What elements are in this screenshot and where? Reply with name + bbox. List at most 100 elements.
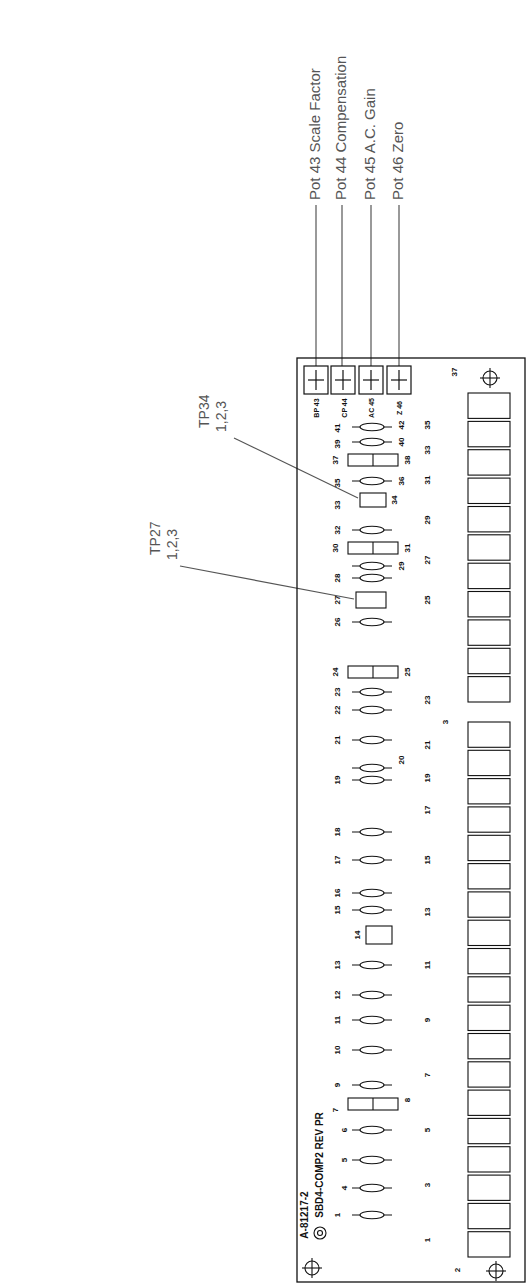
component-number: 19 [424, 774, 432, 783]
component-number: 33 [424, 446, 432, 455]
callout-label: 1,2,3 [214, 401, 228, 432]
leader-lines [180, 205, 399, 599]
connector-pad [468, 1175, 510, 1200]
connector-pad [468, 1090, 510, 1115]
connector-pad [468, 393, 510, 418]
callout-label: TP34 [197, 395, 211, 428]
connector-pad [468, 620, 510, 645]
connector-pad [468, 535, 510, 560]
connector-pad [468, 1118, 510, 1143]
component-number: 41 [334, 424, 342, 433]
connector-pad [468, 507, 510, 532]
component-number: 25 [404, 668, 412, 677]
resistor-symbol [360, 1046, 384, 1054]
connector-pad [468, 450, 510, 475]
component-number: 11 [424, 961, 432, 969]
component-number: 35 [424, 421, 432, 430]
component-number: 13 [334, 961, 342, 970]
component-number: 1 [424, 1238, 432, 1242]
component-number: 10 [334, 1046, 342, 1055]
resistor-symbol [360, 423, 384, 431]
resistor-symbol [360, 1126, 384, 1134]
component-number: 31 [404, 544, 412, 553]
component-number: 34 [391, 496, 399, 505]
connector-pad [468, 677, 510, 702]
resistor-symbol [360, 889, 384, 897]
connector-pad [468, 1062, 510, 1087]
resistor-symbol [360, 906, 384, 914]
component-number: 23 [424, 696, 432, 705]
component-number: SBD4-COMP2 REV PR [315, 1112, 325, 1218]
component-number: 25 [424, 596, 432, 605]
resistor-symbol [360, 618, 384, 626]
callout-label: Pot 43 Scale Factor [307, 68, 322, 200]
component-number: CP 44 [341, 398, 348, 417]
resistor-symbol [360, 991, 384, 999]
component-number: AC 45 [368, 398, 375, 418]
component-number: 40 [398, 438, 406, 447]
connector-pad [468, 779, 510, 804]
callout-label: TP27 [148, 522, 162, 555]
connector-pad [468, 563, 510, 588]
connector-pad [468, 648, 510, 673]
connector-pad [468, 1147, 510, 1172]
connector-pad [468, 920, 510, 945]
component-number: 36 [398, 477, 406, 486]
connector-pad [468, 949, 510, 974]
component-number: 37 [332, 456, 340, 465]
resistor-symbol [360, 776, 384, 784]
resistor-symbol [360, 526, 384, 534]
connector-pad [468, 1203, 510, 1228]
component-number: 38 [404, 456, 412, 465]
connector-pad [468, 977, 510, 1002]
component-number: 30 [332, 544, 340, 553]
connector-pad [468, 1232, 510, 1257]
resistor-symbol [360, 828, 384, 836]
connector-pad [468, 864, 510, 889]
component-number: 2 [454, 1268, 462, 1272]
resistor-symbol [360, 1211, 384, 1219]
callout-label: Pot 44 Compensation [333, 56, 348, 200]
component-number: BP 43 [313, 398, 320, 417]
mounting-holes [302, 368, 506, 1281]
potentiometers [304, 366, 411, 394]
component-number: 17 [424, 806, 432, 815]
resistor-symbol [360, 562, 384, 570]
component-number: 26 [334, 618, 342, 627]
component-number: A-81217-2 [300, 1191, 310, 1238]
component-number: 14 [354, 931, 362, 940]
component-number: 39 [334, 440, 342, 449]
resistor-symbol [360, 438, 384, 446]
component-number: 5 [341, 1158, 349, 1162]
connector-pad [468, 1005, 510, 1030]
component-number: 20 [398, 756, 406, 765]
connector-pad [468, 478, 510, 503]
component-number: 15 [334, 906, 342, 915]
connector-pad [468, 421, 510, 446]
component-number: 6 [341, 1128, 349, 1132]
component-number: 22 [334, 706, 342, 715]
component-number: 19 [334, 776, 342, 785]
component-number: 29 [424, 516, 432, 525]
component-number: 33 [334, 501, 342, 510]
component-number: 24 [332, 668, 340, 677]
resistor-symbol [360, 856, 384, 864]
component-number: 18 [334, 828, 342, 837]
component-number: 28 [334, 574, 342, 583]
component-number: Z 46 [396, 401, 403, 415]
component-number: 15 [424, 856, 432, 865]
component-number: 35 [334, 479, 342, 488]
component-number: 21 [334, 736, 342, 745]
resistor-symbol [360, 1156, 384, 1164]
component-number: 5 [424, 1128, 432, 1132]
connector-pad [468, 592, 510, 617]
edge-connector [468, 393, 510, 1257]
connector-pad [468, 750, 510, 775]
component-number: 3 [442, 720, 450, 724]
component-number: 9 [424, 1018, 432, 1022]
callout-label: 1,2,3 [165, 529, 179, 560]
callout-label: Pot 46 Zero [390, 122, 405, 200]
resistor-symbol [360, 1016, 384, 1024]
component-number: 1 [334, 1213, 342, 1217]
